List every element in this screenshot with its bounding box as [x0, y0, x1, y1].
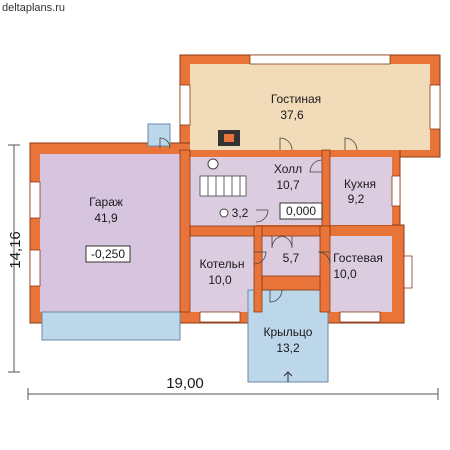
- living-room-area: 37,6: [280, 108, 304, 122]
- interior-walls: [179, 149, 331, 313]
- guest-door: [317, 251, 331, 265]
- doors: [159, 137, 358, 303]
- dimension-lines: [8, 144, 439, 400]
- boiler-area: 10,0: [208, 273, 232, 287]
- living-room-name: Гостиная: [271, 92, 321, 106]
- hall-level: 0,000: [286, 204, 316, 218]
- room-fills: [40, 64, 430, 383]
- side-entry-door: [159, 137, 171, 149]
- living-door-right: [344, 137, 358, 151]
- boiler-door: [253, 251, 267, 265]
- corridor-bottom-wall: [261, 275, 321, 291]
- garage-inner-wall: [179, 149, 191, 313]
- corridor-guest-wall: [319, 225, 331, 313]
- porch-name: Крыльцо: [264, 325, 313, 339]
- garage-left-window-1: [29, 181, 41, 219]
- porch-area: 13,2: [276, 341, 300, 355]
- entrance-arrow-icon: [283, 371, 293, 382]
- bath-door: [255, 209, 269, 223]
- width-dimension-label: 19,00: [166, 375, 204, 392]
- guest-area: 10,0: [333, 267, 357, 281]
- bath-area: 3,2: [232, 206, 249, 220]
- kitchen-area: 9,2: [348, 192, 365, 206]
- fireplace-opening: [224, 134, 234, 142]
- garage-left-window-2: [29, 249, 41, 287]
- guest-window: [403, 255, 413, 289]
- living-right-window: [429, 84, 441, 130]
- windows: [29, 54, 441, 323]
- side-entry-step: [147, 123, 171, 147]
- guest-bottom-window: [339, 311, 381, 323]
- corridor-area: 5,7: [283, 251, 300, 265]
- garage-name: Гараж: [89, 195, 123, 209]
- height-dimension-label: 14,16: [7, 231, 24, 269]
- hall-area: 10,7: [276, 178, 300, 192]
- room-labels: Гостиная 37,6 Гараж 41,9 -0,250 Холл 10,…: [89, 92, 383, 355]
- kitchen-window: [391, 175, 401, 207]
- kitchen-fill: [330, 157, 392, 225]
- boiler-corridor-wall: [253, 225, 263, 313]
- living-left-window: [179, 84, 191, 126]
- garage-area: 41,9: [94, 211, 118, 225]
- kitchen-name: Кухня: [344, 177, 376, 191]
- living-top-window: [249, 54, 391, 65]
- guest-name: Гостевая: [333, 251, 383, 265]
- garage-level: -0,250: [91, 247, 125, 261]
- site-watermark: deltaplans.ru: [2, 2, 65, 14]
- hall-level-box: [279, 202, 323, 220]
- boiler-name: Котельн: [200, 257, 245, 271]
- living-door-left: [279, 137, 293, 151]
- garage-level-box: [85, 245, 131, 263]
- staircase-icon: [199, 175, 247, 197]
- corridor-door-right: [279, 235, 293, 249]
- boiler-fill: [190, 236, 254, 312]
- guest-fill: [330, 236, 392, 312]
- kitchen-door: [309, 159, 323, 173]
- toilet-icon: [219, 208, 229, 218]
- hall-name: Холл: [274, 162, 302, 176]
- entrance-door: [269, 289, 283, 303]
- garage-fill: [40, 154, 180, 312]
- hall-kitchen-wall: [321, 149, 331, 237]
- boiler-bottom-window: [199, 311, 241, 323]
- garage-apron: [41, 311, 181, 341]
- sink-icon: [207, 158, 219, 170]
